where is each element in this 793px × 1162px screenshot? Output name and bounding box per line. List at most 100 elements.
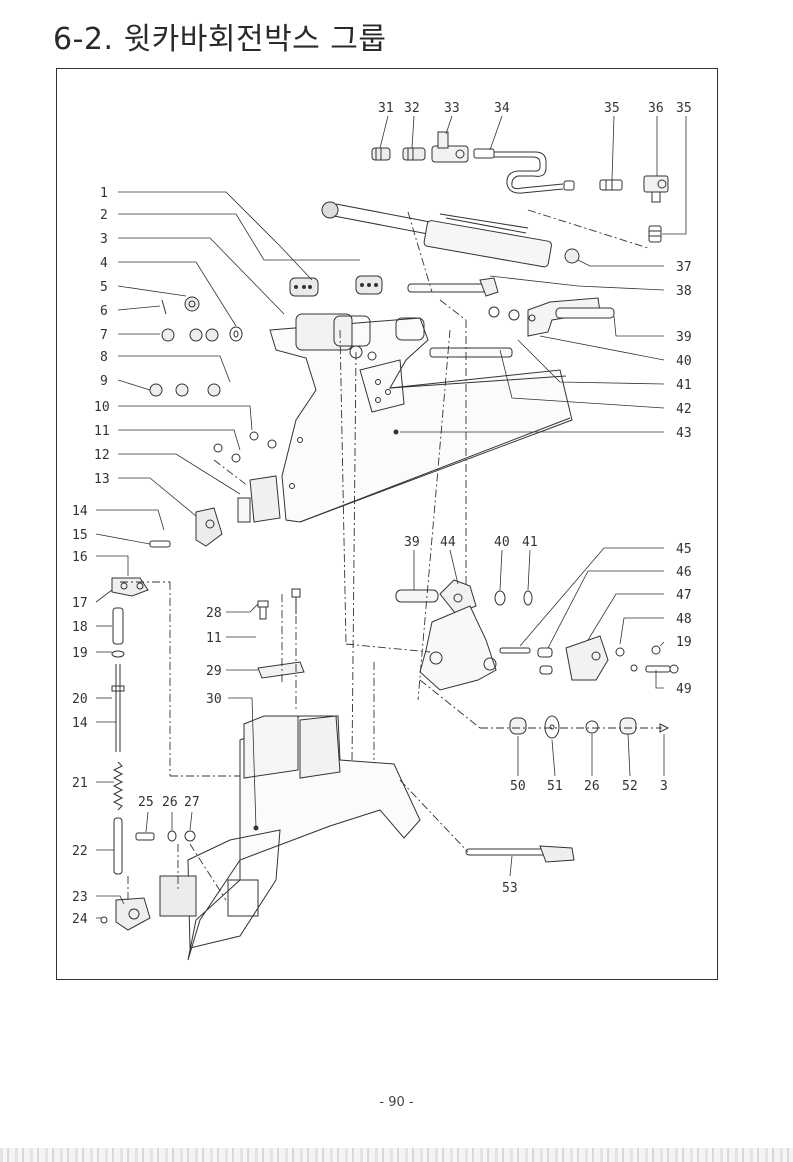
callout-label: 23 [72,890,88,905]
part-15-pin [149,540,171,548]
part-18-sleeve [112,607,124,645]
callout-label: 25 [138,795,154,810]
part-45-lever-arm [419,605,497,691]
callout-label: 14 [72,504,88,519]
part-22-rod [113,817,123,875]
part-12-block [237,475,281,523]
callout-label: 39 [404,535,420,550]
part-52-nut [619,717,637,735]
part-20-rod [111,664,125,752]
part-32-fitting [402,147,426,161]
callout-label: 37 [676,260,692,275]
callout-label: 8 [100,350,108,365]
callout-label: 39 [676,330,692,345]
callout-label: 17 [72,596,88,611]
callout-label: 27 [184,795,200,810]
part-44-link [439,579,477,615]
callout-label: 15 [72,528,88,543]
callout-label: 5 [100,280,108,295]
callout-label: 41 [676,378,692,393]
part-51-disc [544,715,560,739]
callout-label: 50 [510,779,526,794]
part-35-nipple-lower [648,225,662,243]
part-17-lever [111,577,149,597]
callout-label: 45 [676,542,692,557]
callout-label: 26 [584,779,600,794]
part-39-shaft [395,589,439,603]
callout-label: 48 [676,612,692,627]
callout-label: 38 [676,284,692,299]
part-39-bracket [429,297,615,358]
callout-label: 42 [676,402,692,417]
part-9-nut [149,383,221,397]
part-1-sleeve [289,277,319,297]
part-19-washer [111,650,125,658]
part-41-ring [523,590,533,606]
callout-label: 51 [547,779,563,794]
part-36-tee [643,175,669,203]
callout-label: 49 [676,682,692,697]
callout-label: 35 [604,101,620,116]
callout-label: 47 [676,588,692,603]
part-47-cam [537,635,609,681]
callout-label: 13 [94,472,110,487]
callout-label: 34 [494,101,510,116]
callout-label: 6 [100,304,108,319]
callout-label: 9 [100,374,108,389]
callout-label: 52 [622,779,638,794]
part-4-washer [229,326,243,342]
part-46-pin [499,647,531,654]
part-43-upper-cover [269,313,573,523]
part-37-air-cylinder [321,201,580,268]
callout-label: 10 [94,400,110,415]
part-49-bolt [645,664,679,674]
callout-label: 43 [676,426,692,441]
callout-label: 7 [100,328,108,343]
callout-label: 12 [94,448,110,463]
part-6-pin [161,299,167,315]
callout-label: 16 [72,550,88,565]
part-33-tee-valve [431,131,469,163]
callout-label: 21 [72,776,88,791]
part-53-rod [465,845,575,863]
diagram-frame [56,68,718,980]
callout-label: 20 [72,692,88,707]
part-13-clamp [195,507,223,547]
part-2-sleeve [355,275,383,295]
callout-label: 33 [444,101,460,116]
part-28-screws [257,588,301,620]
callout-label: 24 [72,912,88,927]
callout-label: 18 [72,620,88,635]
callout-label: 31 [378,101,394,116]
part-5-nut [184,296,200,312]
callout-label: 35 [676,101,692,116]
part-34-hose [473,148,575,194]
page-title: 6-2. 윗카바회전박스 그룹 [53,22,387,57]
callout-label: 53 [502,881,518,896]
part-30-base-cover [159,715,421,961]
callout-label: 36 [648,101,664,116]
callout-label: 11 [94,424,110,439]
callout-label: 3 [660,779,668,794]
callout-label: 22 [72,844,88,859]
callout-label: 28 [206,606,222,621]
part-21-spring [112,761,124,811]
callout-label: 1 [100,186,108,201]
callout-label: 44 [440,535,456,550]
callout-label: 30 [206,692,222,707]
callout-label: 40 [494,535,510,550]
callout-label: 4 [100,256,108,271]
part-50-bushing [509,717,527,735]
part-48-nut [615,647,638,672]
part-24-pin [100,916,108,924]
page-number: - 90 - [379,1095,414,1110]
part-10-screws [213,431,277,463]
part-19-screw [651,645,661,655]
part-25-screw [135,832,155,841]
callout-label: 41 [522,535,538,550]
callout-label: 11 [206,631,222,646]
callout-label: 2 [100,208,108,223]
callout-label: 3 [100,232,108,247]
callout-label: 46 [676,565,692,580]
